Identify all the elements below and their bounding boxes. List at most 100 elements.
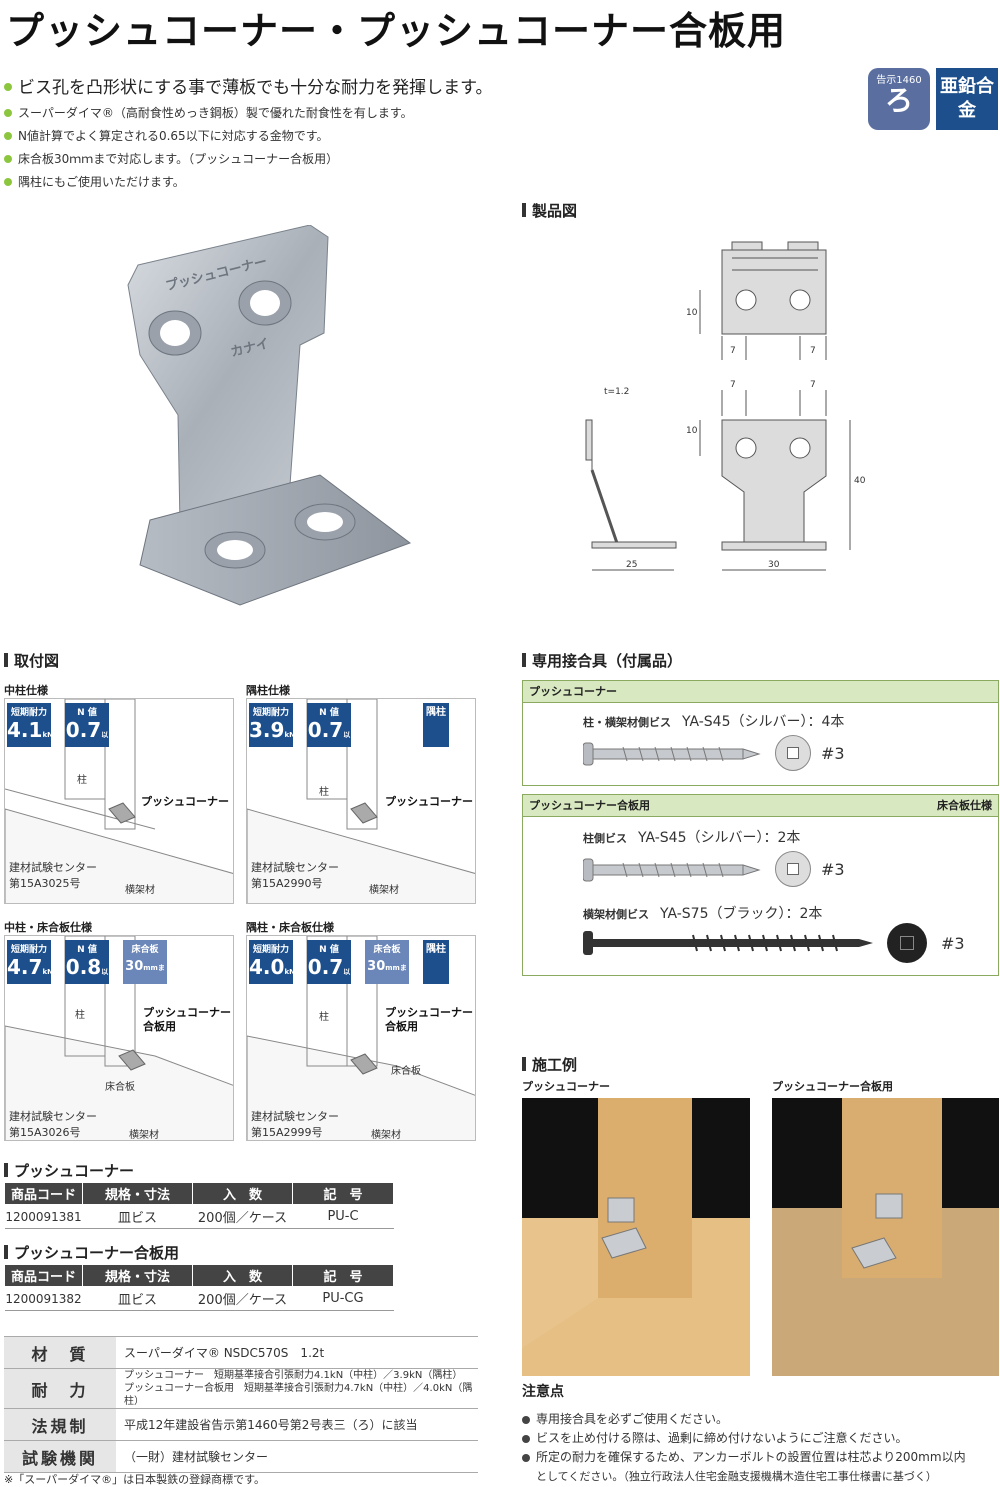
product-label: プッシュコーナー: [141, 795, 229, 808]
notes-heading: 注意点: [522, 1384, 564, 1400]
test-center: 建材試験センター: [251, 861, 339, 874]
test-center: 建材試験センター: [251, 1110, 339, 1123]
fastener-box-title: プッシュコーナー: [523, 681, 998, 703]
product-label: プッシュコーナー: [143, 1006, 231, 1019]
product-label: 合板用: [143, 1020, 176, 1033]
bullet-dot-icon: [522, 1415, 530, 1424]
dimension-label: 7: [730, 346, 736, 356]
spec-value: （一財）建材試験センター: [116, 1440, 478, 1473]
bullet-dot-icon: [522, 1434, 530, 1443]
dimension-label: 25: [626, 560, 638, 570]
product-label: プッシュコーナー: [385, 795, 473, 808]
example-photo: [772, 1098, 999, 1376]
bullet-dot-icon: [4, 108, 12, 117]
test-number: 第15A3025号: [9, 877, 81, 890]
beam-label: 横架材: [371, 1130, 401, 1141]
spec-header: 材 質: [4, 1336, 116, 1369]
spec-value: スーパーダイマ® NSDC570S 1.2t: [116, 1336, 478, 1369]
silver-screw-icon: [583, 858, 761, 882]
column-label: 柱: [319, 787, 329, 798]
panel-title: 中柱・床合板仕様: [4, 921, 92, 934]
panel-title: 中柱仕様: [4, 684, 48, 697]
square-drive-icon: [887, 923, 927, 963]
fastener-box-pushcorner: プッシュコーナー 柱・横架材側ビス YA-S45（シルバー）：4本 #3: [522, 680, 999, 786]
alloy-badge: 亜鉛合金: [936, 68, 998, 130]
drive-size: #3: [821, 860, 845, 879]
fastener-box-plywood: プッシュコーナー合板用床合板仕様 柱側ビス YA-S45（シルバー）：2本 #3…: [522, 794, 999, 976]
section-heading: プッシュコーナー合板用: [4, 1242, 179, 1263]
black-screw-icon: [583, 931, 873, 955]
example-caption: プッシュコーナー: [522, 1080, 610, 1093]
bullet-dot-icon: [4, 83, 12, 91]
note-item: 所定の耐力を確保するため、アンカーボルトの設置位置は柱芯より200mm以内: [522, 1448, 1000, 1467]
fastener-box-title: プッシュコーナー合板用床合板仕様: [523, 795, 998, 817]
section-heading: プッシュコーナー: [4, 1160, 134, 1181]
note-item: 専用接合具を必ずご使用ください。: [522, 1410, 1000, 1429]
bullet-dot-icon: [4, 154, 12, 163]
example-photo: [522, 1098, 750, 1376]
column-label: 柱: [319, 1012, 329, 1023]
screw-label: 柱側ビス YA-S45（シルバー）：2本: [583, 830, 801, 846]
dimension-label: 10: [686, 308, 698, 318]
spec-header: 試験機関: [4, 1440, 116, 1473]
plywood-label: 床合板: [391, 1066, 421, 1077]
feature-list: ビス孔を凸形状にする事で薄板でも十分な耐力を発揮します。 スーパーダイマ®（高耐…: [4, 74, 624, 194]
product-drawing: 10 7 7 t=1.2 7 7 10 40 25 30: [560, 230, 890, 590]
spec-value: プッシュコーナー 短期基準接合引張耐力4.1kN（中柱）／3.9kN（隅柱）プッ…: [116, 1368, 478, 1409]
screw-label: 柱・横架材側ビス YA-S45（シルバー）：4本: [583, 714, 845, 730]
note-item: としてください。（独立行政法人住宅金融支援機構木造住宅工事仕様書に基づく）: [536, 1470, 937, 1483]
table-header: 商品コード: [4, 1182, 83, 1205]
dimension-label: 7: [810, 380, 816, 390]
panel-title: 隅柱仕様: [246, 684, 290, 697]
product-label: プッシュコーナー: [385, 1006, 473, 1019]
drive-size: #3: [821, 744, 845, 763]
dimension-label: 40: [854, 476, 866, 486]
dimension-label: 7: [730, 380, 736, 390]
table-header: 入 数: [192, 1182, 293, 1205]
dimension-label: t=1.2: [604, 387, 630, 397]
panel-title: 隅柱・床合板仕様: [246, 921, 334, 934]
table-header: 記 号: [292, 1182, 394, 1205]
table-header: 商品コード: [4, 1264, 83, 1287]
feature-item: N値計算でよく算定される0.65以下に対応する金物です。: [4, 125, 624, 148]
spec-header: 耐 力: [4, 1368, 116, 1409]
table-header: 規格・寸法: [82, 1264, 193, 1287]
test-number: 第15A3026号: [9, 1126, 81, 1139]
beam-label: 横架材: [369, 885, 399, 896]
feature-item: 床合板30ｍｍまで対応します。（プッシュコーナー合板用）: [4, 148, 624, 171]
square-drive-icon: [775, 851, 811, 887]
product-photo: プッシュコーナー カナイ: [110, 224, 440, 625]
feature-item: ビス孔を凸形状にする事で薄板でも十分な耐力を発揮します。: [4, 74, 624, 102]
section-heading: 施工例: [522, 1054, 577, 1075]
corner-column-icon: 隅柱: [423, 940, 449, 984]
section-heading: 取付図: [4, 650, 59, 671]
bullet-dot-icon: [4, 131, 12, 140]
silver-screw-icon: [583, 742, 761, 766]
square-drive-icon: [775, 735, 811, 771]
test-center: 建材試験センター: [9, 1110, 97, 1123]
page-title: プッシュコーナー・プッシュコーナー合板用: [6, 9, 787, 53]
notice-badge: 告示1460 ろ: [868, 68, 930, 130]
dimension-label: 7: [810, 346, 816, 356]
dimension-label: 30: [768, 560, 780, 570]
table-header: 記 号: [292, 1264, 394, 1287]
note-item: ビスを止め付ける際は、過剰に締め付けないようにご注意ください。: [522, 1429, 1000, 1448]
footnote: ※「スーパーダイマ®」は日本製鉄の登録商標です。: [4, 1473, 266, 1486]
beam-label: 横架材: [125, 885, 155, 896]
bullet-dot-icon: [522, 1453, 530, 1462]
